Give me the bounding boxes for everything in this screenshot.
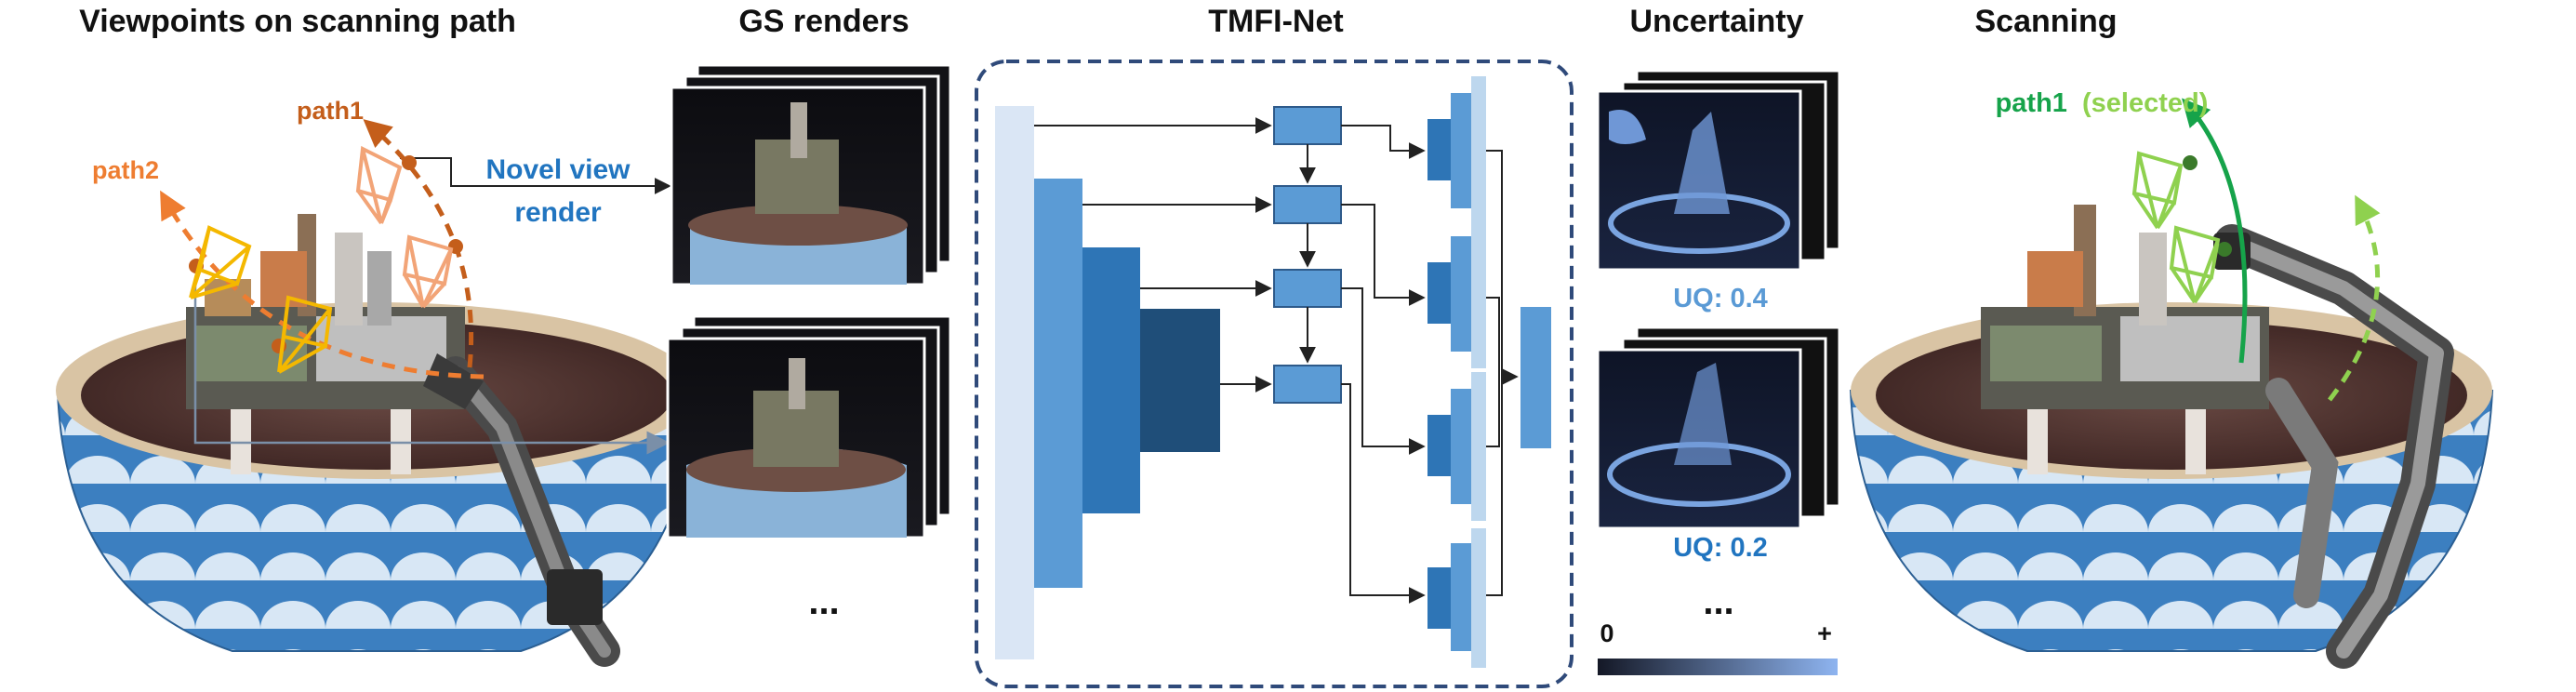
gs-render-stack-top <box>670 63 952 286</box>
fusion-node-4 <box>1273 365 1342 404</box>
decoder-group-3 <box>1427 372 1486 521</box>
camera-frustum-icon <box>355 145 403 225</box>
uq-score-top: UQ: 0.4 <box>1673 284 1768 313</box>
gs-render-stack-bottom <box>666 314 952 539</box>
output-block <box>1520 307 1551 448</box>
fusion-node-2 <box>1273 185 1342 224</box>
fusion-node-1 <box>1273 106 1342 145</box>
path1-label: path1 <box>297 97 364 125</box>
robot-arm-right <box>2213 224 2454 669</box>
viewpoints-scene: path1 path2 Novel view render <box>56 97 697 667</box>
offshore-platform-model <box>186 214 465 474</box>
path1-viewpoint-2 <box>402 155 417 170</box>
uq-score-bottom: UQ: 0.2 <box>1673 533 1768 563</box>
encoder-block-1 <box>995 106 1034 659</box>
view-connector-bottom <box>193 279 671 455</box>
scanning-scene: path1 (selected) <box>1849 88 2494 669</box>
path2-arc <box>160 190 485 379</box>
path1-arc <box>363 119 474 368</box>
encoder-block-2 <box>1034 179 1082 588</box>
camera-frustum-icon <box>189 225 252 299</box>
camera-frustum-icon <box>402 234 454 309</box>
encoder-block-4 <box>1140 309 1220 452</box>
path1-selected-arc <box>2182 98 2248 364</box>
uncertainty-stack-bottom <box>1596 326 1841 530</box>
tmfi-net-border <box>975 60 1573 688</box>
title-uncertainty: Uncertainty <box>1629 4 1803 39</box>
colorbar-max-label: + <box>1817 619 1832 647</box>
camera-frustum-icon <box>2169 225 2221 304</box>
novel-view-label-line2: render <box>514 197 602 228</box>
title-scanning: Scanning <box>1974 4 2117 39</box>
offshore-platform-model <box>1981 205 2269 474</box>
title-viewpoints: Viewpoints on scanning path <box>79 4 516 39</box>
path1-selected-tag: (selected) <box>2082 88 2208 118</box>
selected-viewpoint-2 <box>2183 155 2198 170</box>
encoder-block-3 <box>1082 247 1140 513</box>
robot-arm-left <box>423 353 620 667</box>
uncertainty-ellipsis: ... <box>1703 581 1733 622</box>
decoder-group-4 <box>1427 528 1486 668</box>
decoder-group-2 <box>1427 220 1486 368</box>
uncertainty-stack-top <box>1596 69 1841 272</box>
path2-label: path2 <box>92 156 159 184</box>
alternate-path-arc <box>2328 194 2381 402</box>
uncertainty-colorbar: 0 + <box>1598 619 1838 675</box>
camera-frustum-icon <box>277 295 333 374</box>
path1-selected-name: path1 <box>1996 88 2067 118</box>
colorbar-min-label: 0 <box>1600 619 1613 647</box>
decoder-group-1 <box>1427 76 1486 225</box>
fusion-node-3 <box>1273 269 1342 308</box>
view-connector-top <box>400 157 671 194</box>
path1-selected-label: path1 (selected) <box>1996 88 2209 118</box>
renders-ellipsis: ... <box>808 581 839 622</box>
title-tmfi-net: TMFI-Net <box>1208 4 1343 39</box>
selected-viewpoint-1 <box>2217 242 2232 257</box>
camera-frustum-icon <box>2131 151 2184 230</box>
novel-view-label-line1: Novel view <box>485 154 631 185</box>
title-gs-renders: GS renders <box>738 4 909 39</box>
tmfi-net-diagram <box>975 60 1573 688</box>
net-connections <box>1034 117 1519 604</box>
